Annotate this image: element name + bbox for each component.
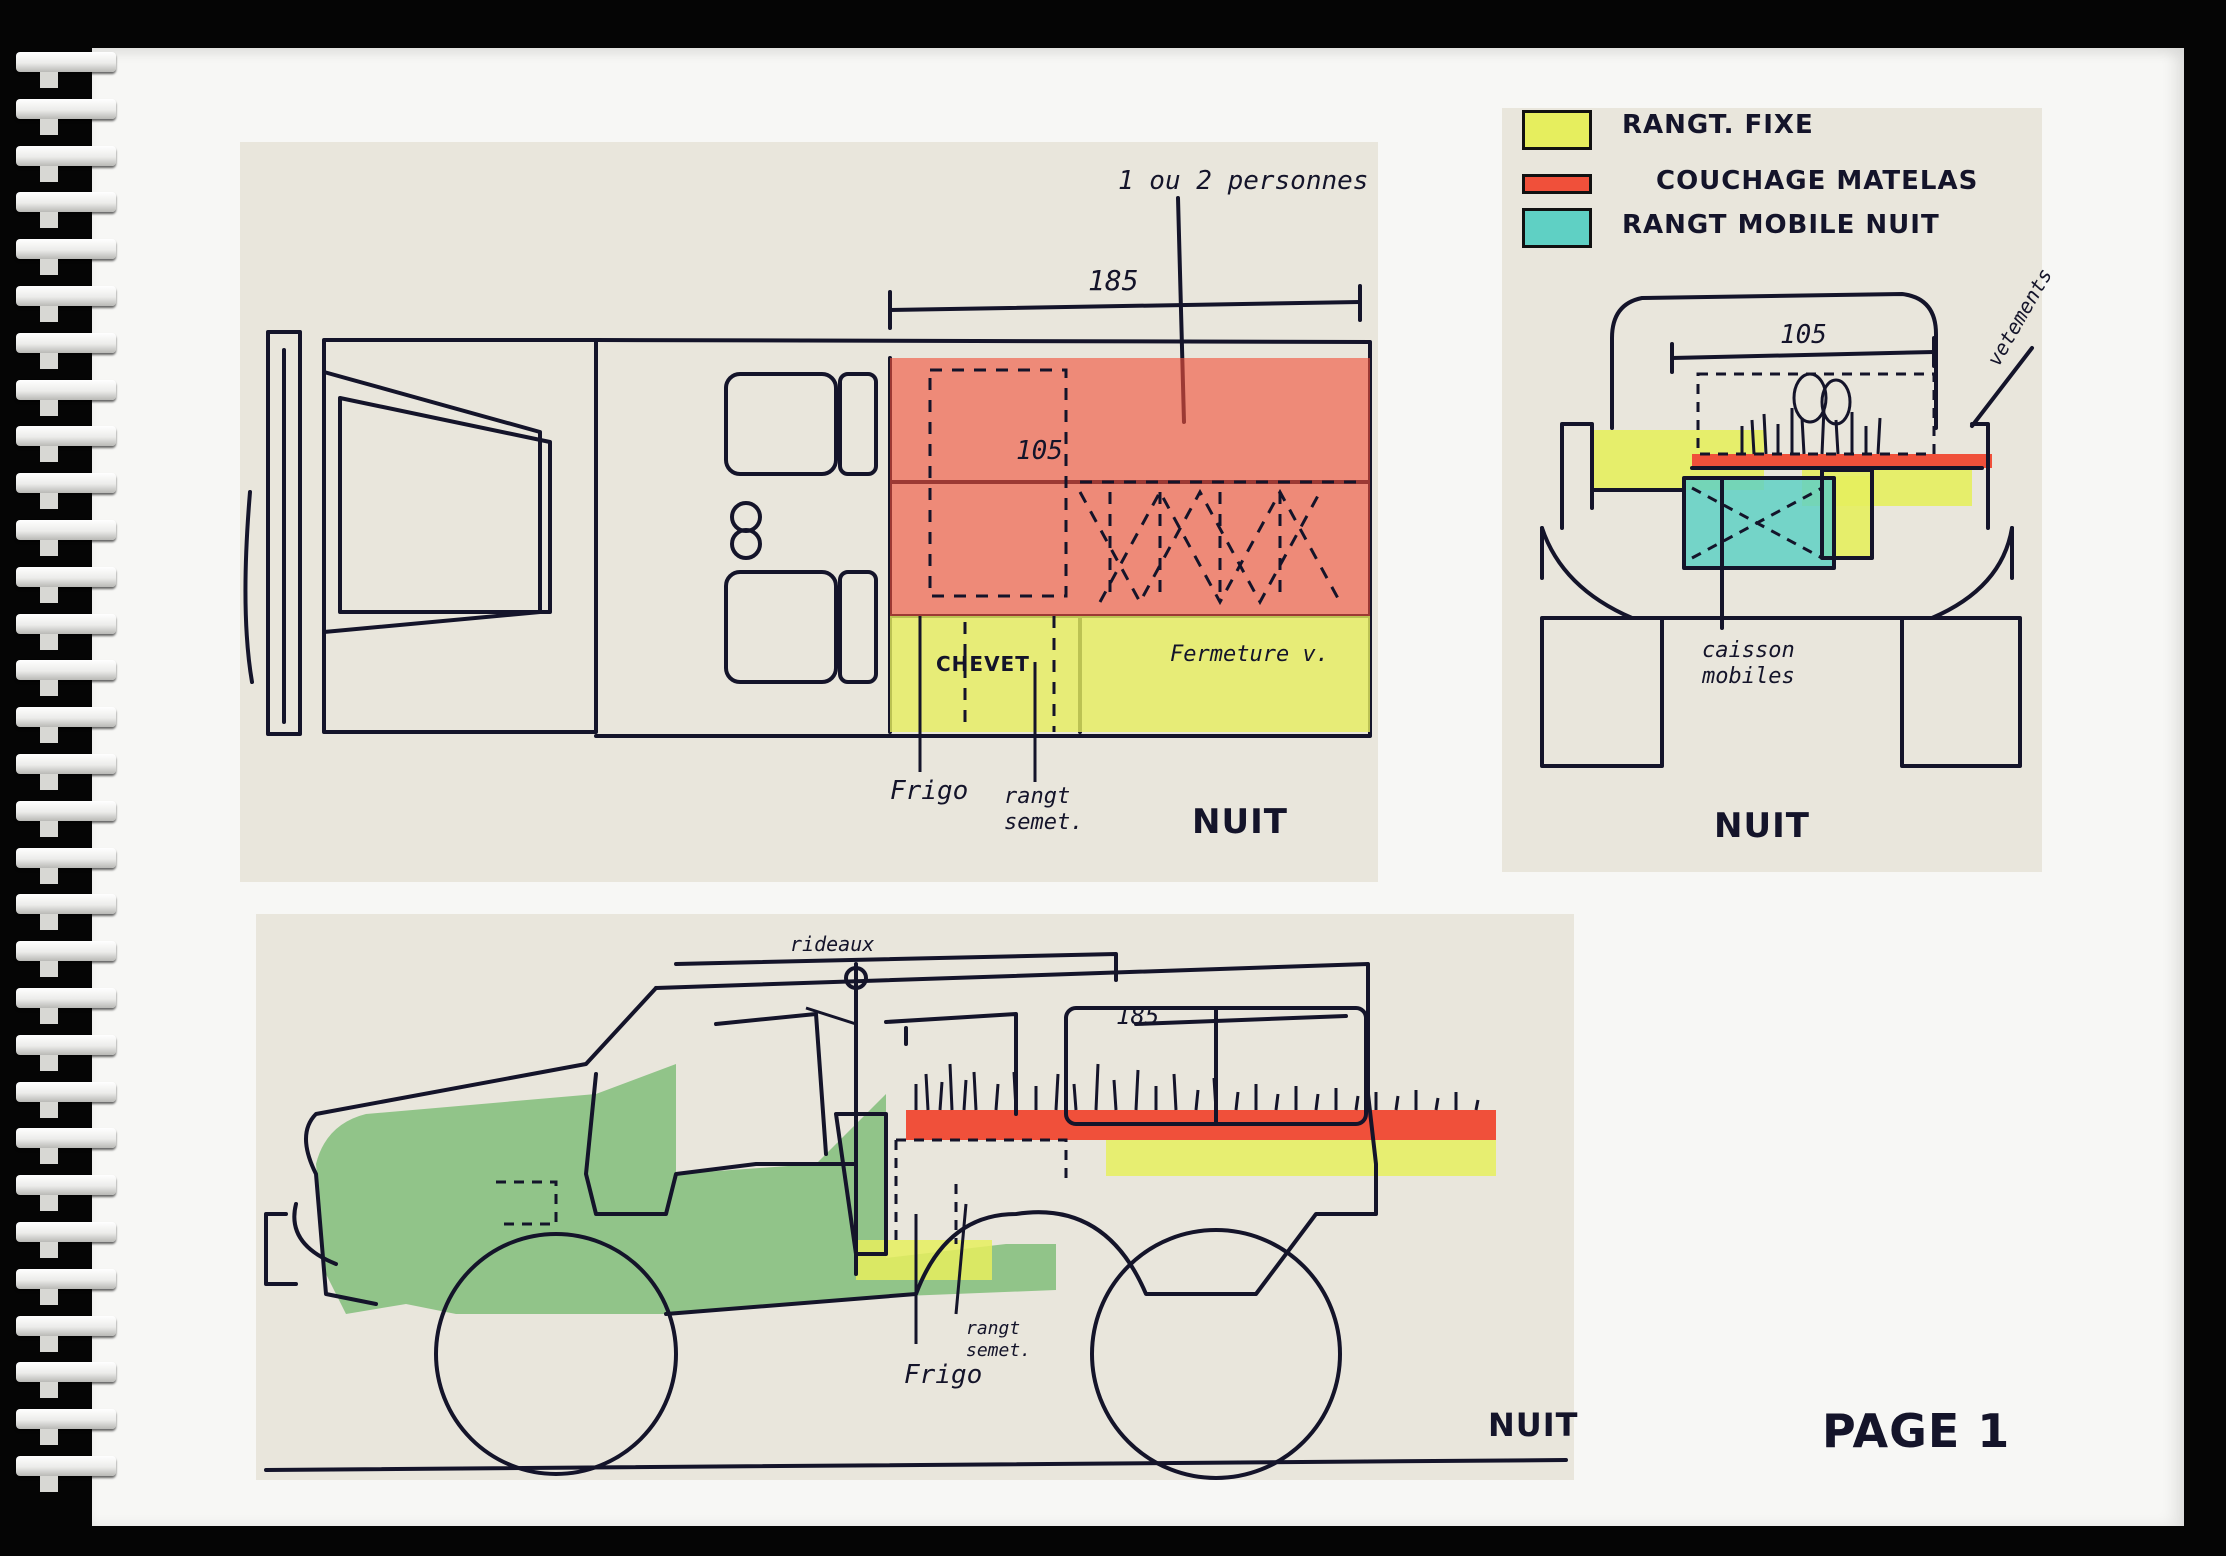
front-mattress xyxy=(1692,454,1992,468)
width-dimension-label: 105 xyxy=(1016,436,1063,466)
front-width-dimension: 105 xyxy=(1780,320,1827,350)
caisson-label: caisson mobiles xyxy=(1702,638,1795,689)
front-wheel-left xyxy=(1540,616,1664,768)
spiral-coil xyxy=(16,1034,116,1071)
side-view-mode-label: NUIT xyxy=(1488,1406,1579,1444)
spiral-coil xyxy=(16,847,116,884)
legend-label-mobile: RANGT MOBILE NUIT xyxy=(1622,210,1940,240)
top-view-drawing xyxy=(243,196,1372,782)
front-view-drawing xyxy=(1540,292,2034,768)
spiral-coil xyxy=(16,800,116,837)
side-view-sheet: rideaux 185 Frigo rangt semet. NUIT xyxy=(256,914,1578,1480)
legend-label-fixed: RANGT. FIXE xyxy=(1622,110,1814,140)
side-fixed-storage xyxy=(1106,1140,1496,1176)
spiral-coil xyxy=(16,192,116,229)
side-rangt-label: rangt semet. xyxy=(966,1318,1032,1361)
side-frigo-label: Frigo xyxy=(904,1360,983,1390)
spiral-coil xyxy=(16,239,116,276)
chevet-label: CHEVET xyxy=(936,652,1030,676)
side-length-dimension: 185 xyxy=(1116,1002,1160,1030)
mobile-box-dashed xyxy=(928,368,1068,598)
side-body-outline xyxy=(654,962,1378,1316)
spiral-coil xyxy=(16,1128,116,1165)
spiral-coil xyxy=(16,1456,116,1492)
spiral-coil xyxy=(16,566,116,603)
length-dimension-label: 185 xyxy=(1088,264,1139,297)
spiral-coil xyxy=(16,1081,116,1118)
front-bumper xyxy=(266,330,302,736)
rangt-label: rangt semet. xyxy=(1004,784,1084,835)
spiral-coil xyxy=(16,707,116,744)
fermeture-label: Fermeture v. xyxy=(1170,642,1329,667)
seat-right xyxy=(724,570,838,684)
spiral-coil xyxy=(16,426,116,463)
front-view-sheet: RANGT. FIXE COUCHAGE MATELAS RANGT MOBIL… xyxy=(1502,108,2057,872)
legend-swatch-mattress xyxy=(1522,174,1592,194)
persons-label: 1 ou 2 personnes xyxy=(1118,166,1369,196)
frigo-label: Frigo xyxy=(890,776,969,806)
spiral-binding xyxy=(16,52,120,1514)
spiral-coil xyxy=(16,332,116,369)
spiral-coil xyxy=(16,941,116,978)
side-wheel-front xyxy=(434,1232,678,1476)
spiral-coil xyxy=(16,1222,116,1258)
spiral-coil xyxy=(16,894,116,931)
spiral-coil xyxy=(16,613,116,650)
legend-swatch-mobile xyxy=(1522,208,1592,248)
spiral-coil xyxy=(16,145,116,182)
spiral-coil xyxy=(16,286,116,322)
side-view-drawing xyxy=(264,952,1568,1480)
front-wheel-right xyxy=(1900,616,2022,768)
top-view-sheet: 1 ou 2 personnes 185 105 CHEVET Fermetur… xyxy=(240,142,1378,882)
spiral-coil xyxy=(16,1409,116,1446)
front-cab xyxy=(1610,292,1938,430)
spiral-coil xyxy=(16,988,116,1024)
spiral-coil xyxy=(16,1362,116,1399)
roof-rack xyxy=(674,952,1118,982)
spiral-coil xyxy=(16,520,116,556)
legend-swatch-fixed xyxy=(1522,110,1592,150)
spiral-coil xyxy=(16,1268,116,1305)
mattress-area xyxy=(890,358,1370,616)
seat-left xyxy=(724,372,838,476)
curtains-label: rideaux xyxy=(790,932,875,956)
spiral-coil xyxy=(16,1315,116,1352)
spiral-coil xyxy=(16,473,116,510)
legend-label-mattress: COUCHAGE MATELAS xyxy=(1656,166,1979,196)
front-view-mode-label: NUIT xyxy=(1714,806,1810,846)
top-view-mode-label: NUIT xyxy=(1192,802,1288,842)
side-wheel-rear xyxy=(1090,1228,1342,1480)
spiral-coil xyxy=(16,1175,116,1212)
hood xyxy=(322,338,598,734)
spiral-coil xyxy=(16,52,116,88)
spiral-coil xyxy=(16,754,116,790)
fixed-storage-area xyxy=(890,616,1370,732)
spiral-coil xyxy=(16,98,116,135)
spiral-coil xyxy=(16,660,116,697)
page-number-label: PAGE 1 xyxy=(1822,1404,2011,1458)
spiral-coil xyxy=(16,379,116,416)
